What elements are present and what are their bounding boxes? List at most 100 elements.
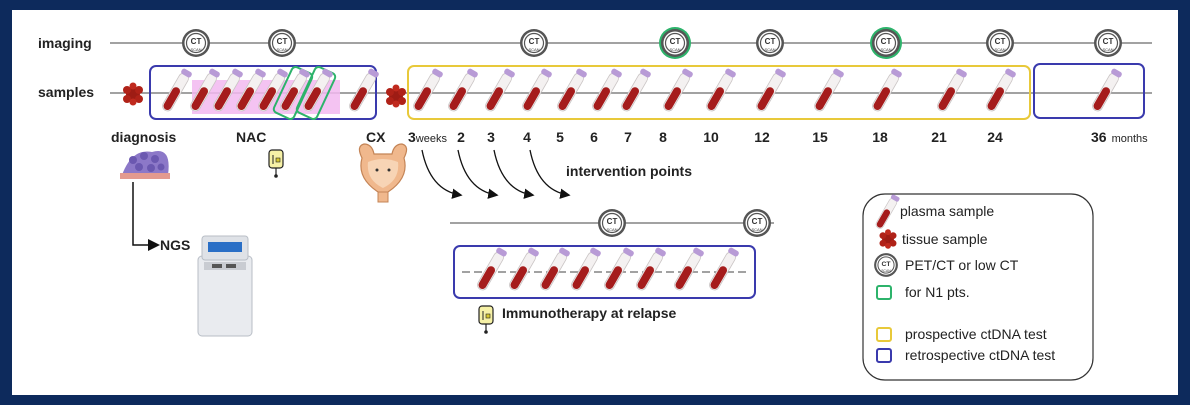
timepoint-label: 8: [659, 129, 667, 145]
svg-text:CT: CT: [277, 37, 288, 46]
svg-text:SCAN: SCAN: [994, 47, 1005, 52]
svg-text:SCAN: SCAN: [528, 47, 539, 52]
test-tube-icon: [1089, 67, 1124, 114]
svg-text:CT: CT: [995, 37, 1006, 46]
histology-icon: [120, 150, 170, 179]
nac-label: NAC: [236, 129, 266, 145]
test-tube-icon: [474, 246, 509, 293]
diagnosis-label: diagnosis: [111, 129, 177, 145]
retrospective-box: [453, 245, 756, 299]
timeline-diagram: imaging samples: [38, 27, 1152, 381]
legend-petct-label: PET/CT or low CT: [905, 257, 1019, 273]
tissue-sample-icon: [123, 82, 143, 106]
diagram-panel: imaging samples: [12, 10, 1178, 395]
svg-text:CT: CT: [765, 37, 776, 46]
svg-text:CT: CT: [881, 261, 891, 268]
timepoint-label: 24: [987, 129, 1003, 145]
test-tube-icon: [753, 67, 788, 114]
legend-n1-label: for N1 pts.: [905, 284, 970, 300]
cx-label: CX: [366, 129, 386, 145]
legend-plasma-label: plasma sample: [900, 203, 994, 219]
relapse-tube-row: [474, 246, 741, 293]
svg-text:SCAN: SCAN: [190, 47, 201, 52]
svg-text:SCAN: SCAN: [606, 227, 617, 232]
iv-bag-icon: [478, 305, 494, 335]
timepoint-label: 21: [931, 129, 947, 145]
svg-text:SCAN: SCAN: [669, 47, 680, 52]
test-tube-icon: [633, 246, 668, 293]
test-tube-icon: [445, 67, 480, 114]
retrospective-box: [149, 65, 377, 120]
ngs-label: NGS: [160, 237, 190, 253]
timepoint-label: 5: [556, 129, 564, 145]
timepoint-label: 7: [624, 129, 632, 145]
svg-text:CT: CT: [881, 37, 892, 46]
timepoint-label: 12: [754, 129, 770, 145]
svg-text:CT: CT: [607, 217, 618, 226]
test-tube-icon: [601, 246, 636, 293]
intervention-label: intervention points: [566, 163, 692, 179]
test-tube-icon: [660, 67, 695, 114]
legend-prospective-swatch: [876, 327, 892, 342]
test-tube-icon: [554, 67, 589, 114]
test-tube-icon: [346, 67, 381, 114]
timepoint-label: 4: [523, 129, 531, 145]
test-tube-icon: [983, 67, 1018, 114]
timepoint-labels: 3weeks 2 3 4 5 6 7 8 10 12 15 18 21 24 3…: [408, 129, 1148, 145]
test-tube-icon: [869, 67, 904, 114]
legend-tissue-label: tissue sample: [902, 231, 988, 247]
svg-text:SCAN: SCAN: [880, 47, 891, 52]
timepoint-label: 10: [703, 129, 719, 145]
test-tube-icon: [506, 246, 541, 293]
test-tube-icon: [934, 67, 969, 114]
immunotherapy-label: Immunotherapy at relapse: [502, 305, 676, 321]
svg-text:CT: CT: [1103, 37, 1114, 46]
test-tube-icon: [703, 67, 738, 114]
svg-text:CT: CT: [752, 217, 763, 226]
legend-retrospective-label: retrospective ctDNA test: [905, 347, 1055, 363]
svg-text:CT: CT: [529, 37, 540, 46]
svg-text:CT: CT: [191, 37, 202, 46]
test-tube-icon: [410, 67, 445, 114]
iv-bag-icon: [268, 149, 284, 179]
timepoint-label: 18: [872, 129, 888, 145]
svg-text:CT: CT: [670, 37, 681, 46]
test-tube-icon: [811, 67, 846, 114]
bladder-icon: [358, 143, 408, 203]
legend-n1-swatch: [876, 285, 892, 300]
test-tube-icon: [589, 67, 624, 114]
test-tube-icon: [519, 67, 554, 114]
test-tube-icon: [568, 246, 603, 293]
imaging-row-label: imaging: [38, 35, 92, 51]
legend-prospective-label: prospective ctDNA test: [905, 326, 1047, 342]
svg-text:SCAN: SCAN: [276, 47, 287, 52]
ngs-sequencer-icon: [197, 235, 253, 337]
timepoint-label: 15: [812, 129, 828, 145]
timepoint-label: 6: [590, 129, 598, 145]
timepoint-label: 2: [457, 129, 465, 145]
tissue-sample-icon: [386, 84, 406, 108]
test-tube-icon: [159, 67, 194, 114]
svg-text:SCAN: SCAN: [751, 227, 762, 232]
test-tube-icon: [537, 246, 572, 293]
test-tube-icon: [618, 67, 653, 114]
test-tube-icon: [706, 246, 741, 293]
svg-text:SCAN: SCAN: [881, 269, 891, 273]
intervention-arrows: [421, 149, 571, 199]
ngs-connector: [132, 182, 160, 251]
test-tube-icon: [671, 246, 706, 293]
samples-row-label: samples: [38, 84, 94, 100]
